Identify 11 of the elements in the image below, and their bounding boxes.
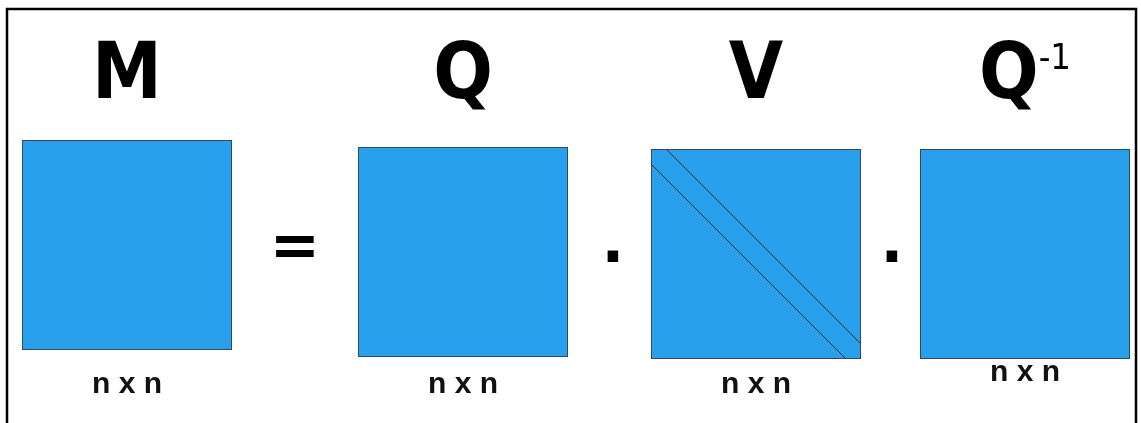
dimension-caption: n x n xyxy=(720,366,792,400)
matrix-name: V xyxy=(727,32,785,110)
matrix-name: Q xyxy=(432,32,494,110)
equals-sign: = xyxy=(268,215,322,275)
dimension-caption: n x n xyxy=(91,366,163,400)
matrix-name: Q$^{-1}$ xyxy=(978,32,1072,110)
multiplication-dot: · xyxy=(879,226,905,286)
dimension-caption: n x n xyxy=(989,354,1061,388)
matrix-name: M xyxy=(91,32,163,110)
multiplication-dot: · xyxy=(600,226,626,286)
dimension-caption: n x n xyxy=(427,366,499,400)
